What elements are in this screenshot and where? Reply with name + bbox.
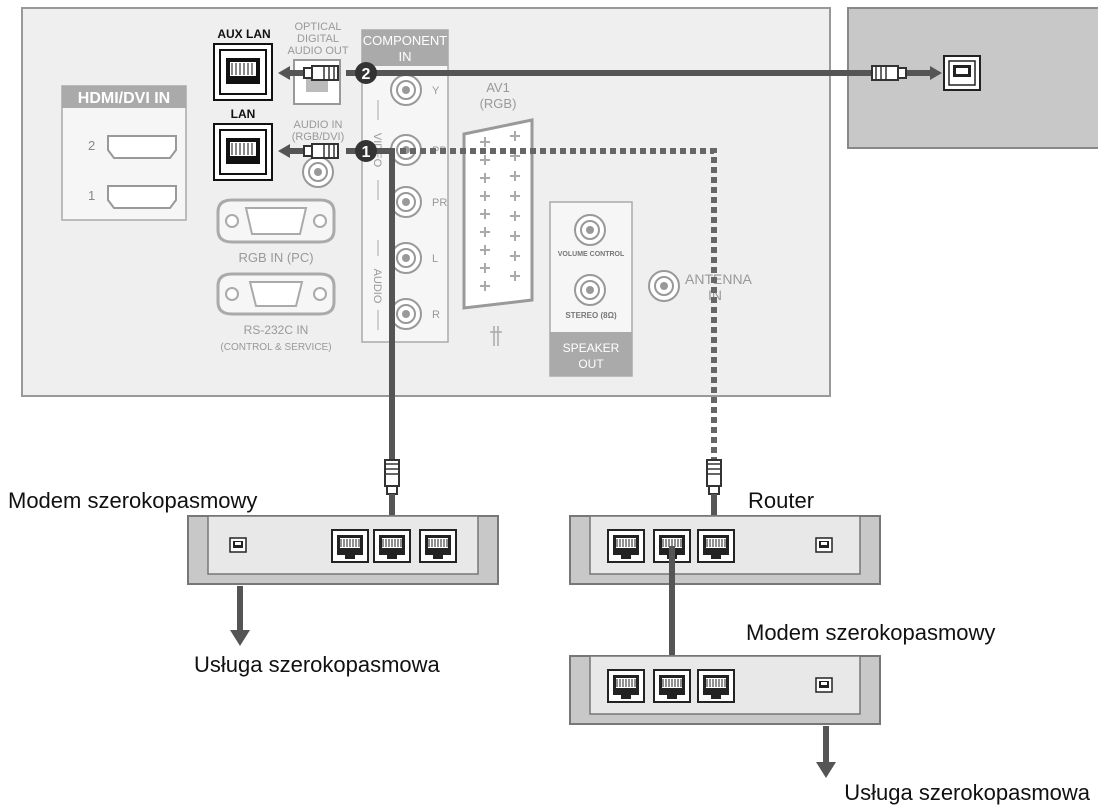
router-small-port: [815, 537, 833, 553]
modem-left-port-3[interactable]: [419, 529, 457, 563]
panel-text: AV1: [486, 80, 510, 95]
hdmi-port-2-label: 2: [88, 138, 95, 153]
panel-text: OUT: [578, 357, 604, 371]
modem-left-port-2[interactable]: [373, 529, 411, 563]
lan-port[interactable]: [213, 123, 273, 181]
panel-text: AUDIO: [371, 269, 383, 304]
panel-text: RS-232C IN: [244, 323, 309, 337]
panel-text: 2: [362, 66, 371, 83]
rs232c-in: RS-232C IN (CONTROL & SERVICE): [216, 272, 336, 353]
modem-right-port-1[interactable]: [607, 669, 645, 703]
panel-text: (RGB): [480, 96, 517, 111]
modem-left-label: Modem szerokopasmowy: [8, 488, 257, 513]
cable-aux-lan: [278, 65, 942, 81]
lan-label: LAN: [231, 107, 256, 121]
panel-text: VOLUME CONTROL: [558, 251, 625, 258]
panel-text: AUDIO IN: [294, 119, 343, 131]
aux-lan-label: AUX LAN: [217, 27, 270, 41]
panel-text: IN: [399, 49, 412, 64]
modem-right-small-port: [815, 677, 833, 693]
router-label: Router: [748, 488, 814, 513]
router-port-1[interactable]: [607, 529, 645, 563]
modem-right: [569, 655, 881, 725]
panel-text: (CONTROL & SERVICE): [220, 342, 331, 353]
panel-text: STEREO (8Ω): [565, 311, 617, 320]
service-right-label: Usługa szerokopasmowa: [844, 780, 1091, 805]
modem-right-port-3[interactable]: [697, 669, 735, 703]
marker-1: 1: [355, 140, 377, 162]
service-left-label: Usługa szerokopasmowa: [194, 652, 441, 677]
modem-right-label: Modem szerokopasmowy: [746, 620, 995, 645]
rgb-in-pc: RGB IN (PC): [216, 198, 336, 265]
hdmi-port-1-label: 1: [88, 188, 95, 203]
marker-2: 2: [355, 62, 377, 84]
modem-left-port-1[interactable]: [331, 529, 369, 563]
hdmi-port-1[interactable]: [107, 185, 177, 209]
hdmi-section: HDMI/DVI IN 2 1: [61, 85, 187, 221]
audio-in-rgb-dvi: AUDIO IN (RGB/DVI): [292, 119, 345, 188]
panel-text: ANTENNA: [685, 271, 753, 287]
speaker-out-section: VOLUME CONTROL STEREO (8Ω) SPEAKER OUT: [549, 201, 633, 377]
component-section: COMPONENT IN Y PB PR L R VIDEO AUDIO: [361, 29, 449, 343]
hdmi-title: HDMI/DVI IN: [78, 90, 170, 107]
router: [569, 515, 881, 585]
panel-text: OPTICAL: [294, 21, 341, 33]
panel-text: RGB IN (PC): [238, 250, 313, 265]
modem-left: [187, 515, 499, 585]
remote-device-port[interactable]: [943, 55, 981, 91]
panel-text: SPEAKER: [563, 341, 620, 355]
aux-lan-port[interactable]: [213, 43, 273, 101]
panel-text: L: [432, 253, 438, 265]
cable-lan: [278, 143, 400, 528]
panel-text: R: [432, 309, 440, 321]
panel-text: (RGB/DVI): [292, 131, 345, 143]
panel-text: AUDIO OUT: [287, 45, 348, 57]
router-port-3[interactable]: [697, 529, 735, 563]
hdmi-port-2[interactable]: [107, 135, 177, 159]
panel-text: 1: [362, 144, 371, 161]
panel-text: DIGITAL: [297, 33, 339, 45]
service-arrow-left: [230, 586, 250, 646]
panel-text: Y: [432, 85, 440, 97]
service-arrow-right: [816, 726, 836, 778]
av1-scart: AV1 (RGB): [462, 80, 534, 346]
panel-text: PR: [432, 197, 447, 209]
modem-right-port-2[interactable]: [653, 669, 691, 703]
component-title: COMPONENT: [363, 33, 448, 48]
modem-left-small-port: [229, 537, 247, 553]
